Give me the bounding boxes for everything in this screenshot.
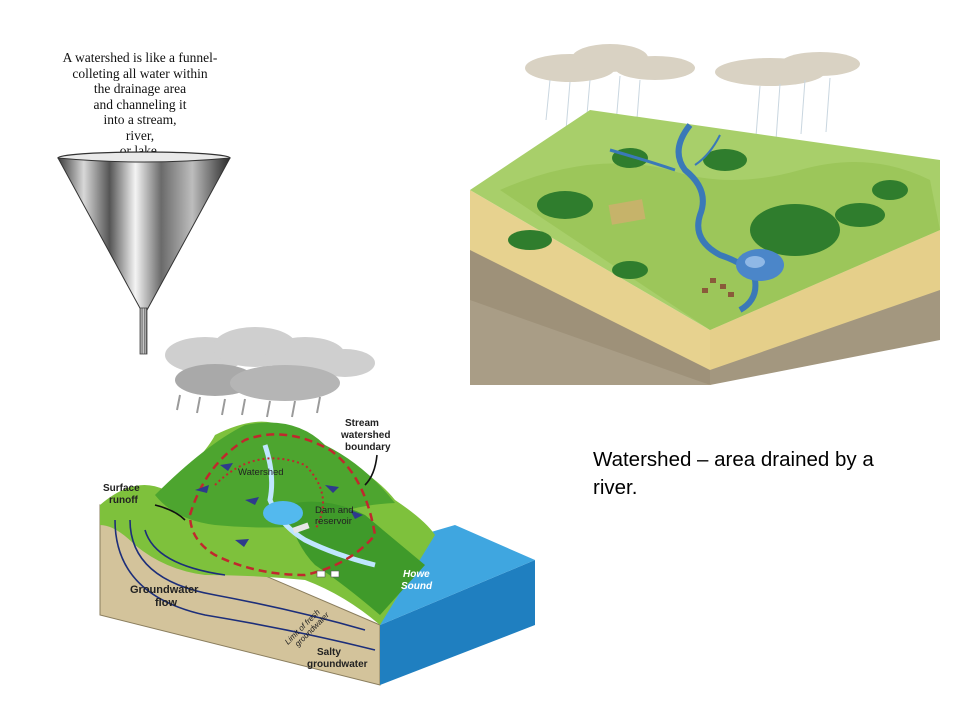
funnel-caption-line: river,	[125, 127, 155, 143]
landscape-illustration	[470, 44, 940, 385]
funnel-caption-line: into a stream,	[103, 112, 177, 127]
label-groundwater-flow: flow	[155, 597, 177, 609]
label-stream-boundary: Stream	[345, 418, 379, 429]
label-surface-runoff: runoff	[109, 495, 139, 506]
label-dam: reservoir	[315, 516, 352, 527]
funnel-illustration	[57, 151, 231, 355]
reservoir	[263, 501, 303, 525]
label-howe-sound: Sound	[401, 581, 433, 592]
funnel-caption-line: A watershed is like a funnel-	[62, 50, 218, 65]
watershed-diagram: Stream watershed boundary Watershed Surf…	[99, 327, 535, 686]
funnel-caption-line: the drainage area	[93, 81, 187, 96]
label-surface-runoff: Surface	[103, 483, 140, 494]
funnel-caption: A watershed is like a funnel- colleting …	[40, 50, 240, 159]
label-groundwater-flow: Groundwater	[130, 584, 199, 596]
storm-cloud-icon	[165, 327, 375, 401]
label-stream-boundary: watershed	[340, 430, 390, 441]
label-salty: groundwater	[307, 659, 368, 670]
label-howe-sound: Howe	[403, 569, 430, 580]
cloud-icon	[525, 44, 860, 86]
funnel-caption-line: colleting all water within	[72, 65, 208, 81]
slide-caption: Watershed – area drained by a river.	[593, 448, 874, 499]
funnel-caption-line: and channeling it	[93, 96, 187, 112]
label-watershed: Watershed	[238, 467, 284, 478]
label-stream-boundary: boundary	[345, 442, 391, 453]
label-salty: Salty	[317, 647, 341, 658]
label-dam: Dam and	[315, 505, 354, 516]
